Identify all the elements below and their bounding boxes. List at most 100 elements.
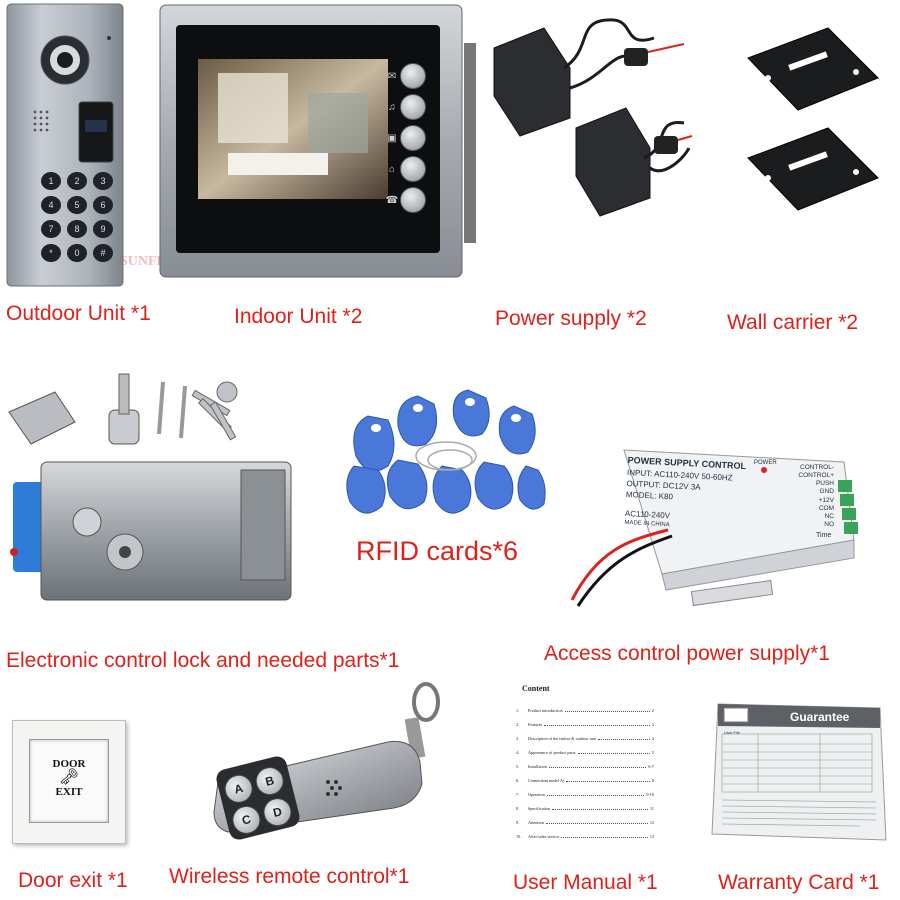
toc-number: 3.	[516, 736, 520, 741]
side-button[interactable]	[400, 94, 426, 120]
rfid-cards	[338, 376, 548, 524]
toc-number: 4.	[516, 750, 520, 755]
phone-icon: ☎	[385, 194, 399, 206]
toc-leader	[546, 795, 645, 796]
toc-text: Specification	[528, 806, 551, 811]
toc-leader	[545, 823, 648, 824]
toc-text: Product introduction	[528, 708, 563, 713]
psu-terminal-label: PUSH	[815, 480, 834, 488]
remote-button-a[interactable]: A	[221, 771, 256, 806]
keypad-key[interactable]: 7	[41, 220, 61, 238]
keypad-key[interactable]: 4	[41, 196, 61, 214]
warranty-card: Guarantee User File	[710, 700, 888, 845]
toc-row: 1. Product introduction 2	[516, 708, 654, 722]
toc-leader	[544, 725, 650, 726]
toc-text: Attention	[528, 820, 544, 825]
speaker-icon: ♫	[388, 101, 396, 113]
toc-page: 9-10	[646, 792, 654, 797]
toc-leader	[548, 767, 647, 768]
keypad-key[interactable]: #	[93, 244, 113, 262]
side-button[interactable]	[400, 63, 426, 89]
door-exit-line1: DOOR	[52, 758, 86, 770]
keypad-key[interactable]: *	[41, 244, 61, 262]
side-button[interactable]	[400, 125, 426, 151]
key-icon: ⌂	[388, 163, 396, 175]
side-button-row: ✉	[384, 63, 434, 89]
toc-text: After-sales service	[528, 834, 560, 839]
toc-number: 10.	[516, 834, 522, 839]
keypad-key[interactable]: 1	[41, 172, 61, 190]
toc-leader	[566, 781, 650, 782]
caption-warranty: Warranty Card *1	[718, 871, 880, 894]
toc-leader	[577, 753, 650, 754]
psu-terminal-label: GND	[819, 488, 834, 496]
wall-carriers	[738, 18, 888, 228]
caption-rfid-cards: RFID cards*6	[356, 536, 519, 566]
keypad-key[interactable]: 3	[93, 172, 113, 190]
caption-door-exit: Door exit *1	[18, 869, 128, 892]
keypad-key[interactable]: 9	[93, 220, 113, 238]
indoor-unit: ✉ ♫ ▣ ⌂ ☎	[158, 3, 480, 280]
toc-row: 6.Connection(model A)8	[516, 778, 654, 792]
keypad-key[interactable]: 6	[93, 196, 113, 214]
side-buttons: ✉ ♫ ▣ ⌂ ☎	[384, 63, 434, 218]
toc-leader	[561, 837, 648, 838]
power-adapters	[484, 8, 694, 248]
psu-terminal-label: NC	[824, 512, 834, 520]
toc-text: Operation	[528, 792, 545, 797]
toc-number: 9.	[516, 820, 520, 825]
toc-number: 8.	[516, 806, 520, 811]
caption-user-manual: User Manual *1	[513, 871, 658, 894]
remote-button-b[interactable]: B	[252, 764, 287, 799]
keypad-key[interactable]: 5	[67, 196, 87, 214]
caption-lock: Electronic control lock and needed parts…	[6, 649, 400, 672]
toc-number: 6.	[516, 778, 520, 783]
toc-text: Features	[528, 722, 543, 727]
toc-page: 4	[651, 736, 654, 741]
toc-number: 7.	[516, 792, 520, 797]
toc-row: 10. After-sales service 13	[516, 834, 654, 848]
side-button[interactable]	[400, 187, 426, 213]
side-button-row: ▣	[384, 125, 434, 151]
caption-outdoor-unit: Outdoor Unit *1	[6, 302, 151, 325]
keypad-key[interactable]: 0	[67, 244, 87, 262]
keypad-key[interactable]: 2	[67, 172, 87, 190]
psu-time-label: Time	[816, 532, 832, 539]
psu-terminal-label: COM	[818, 504, 834, 512]
door-exit-line2: EXIT	[55, 786, 83, 798]
door-icon: ▣	[387, 132, 397, 144]
toc-number: 1.	[516, 708, 520, 713]
toc-row: 3. Description of the indoor & outdoor un…	[516, 736, 654, 750]
side-button-row: ⌂	[384, 156, 434, 182]
caption-access-power: Access control power supply*1	[544, 642, 830, 665]
toc-row: 7. Operation 9-10	[516, 792, 654, 806]
toc-page: 3	[651, 722, 654, 727]
caption-power-supply: Power supply *2	[495, 307, 647, 330]
key-icon: 🗝	[58, 769, 80, 786]
envelope-icon: ✉	[387, 70, 397, 82]
manual-title: Content	[522, 684, 550, 693]
toc-page: 6-7	[648, 764, 654, 769]
toc-text: Connection(model A)	[528, 778, 565, 783]
toc-text: Installation	[528, 764, 547, 769]
toc-text: Description of the indoor & outdoor unit	[528, 736, 597, 741]
door-exit-button: DOOR 🗝 EXIT	[12, 720, 126, 844]
toc-page: 2	[651, 708, 654, 713]
toc-leader	[598, 739, 650, 740]
caption-indoor-unit: Indoor Unit *2	[234, 305, 363, 328]
toc-page: 13	[649, 834, 654, 839]
toc-page: 5	[651, 750, 654, 755]
keypad-key[interactable]: 8	[67, 220, 87, 238]
side-button[interactable]	[400, 156, 426, 182]
